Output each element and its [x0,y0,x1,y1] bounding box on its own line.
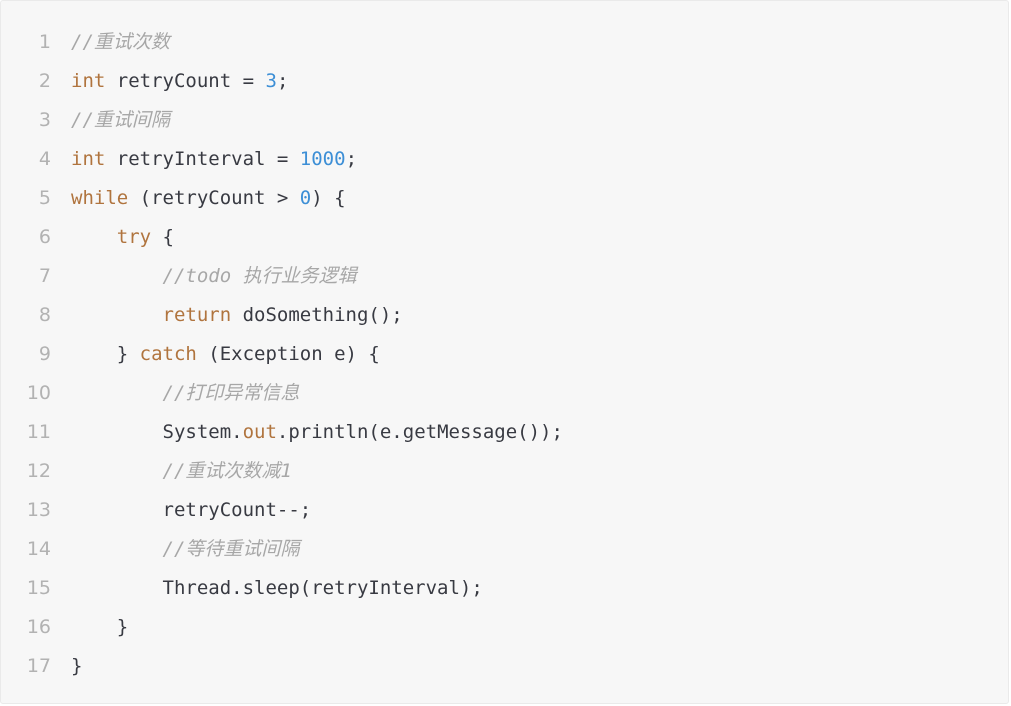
code-token [71,382,163,404]
code-text: System.out.println(e.getMessage()); [71,413,563,452]
line-number: 8 [38,304,51,326]
code-line: 5 while (retryCount > 0) { [1,179,1008,218]
code-line: 9 } catch (Exception e) { [1,335,1008,374]
line-number: 10 [26,382,51,404]
code-token: retryCount = [105,70,266,92]
code-text: //重试间隔 [71,101,170,140]
code-line: 12 //重试次数减1 [1,452,1008,491]
line-number: 9 [38,343,51,365]
code-token [71,538,163,560]
code-token: } [71,343,140,365]
code-line: 7 //todo 执行业务逻辑 [1,257,1008,296]
code-text: //打印异常信息 [71,374,300,413]
line-number: 13 [26,499,51,521]
line-number: 2 [38,70,51,92]
code-text: //等待重试间隔 [71,530,300,569]
code-token: retryInterval = [105,148,300,170]
code-text: retryCount--; [71,491,312,530]
code-line: 3 //重试间隔 [1,101,1008,140]
code-token [71,304,163,326]
line-number: 12 [26,460,51,482]
line-number: 14 [26,538,51,560]
code-token [71,460,163,482]
comment-token: //重试次数 [71,31,170,53]
code-line: 17} [1,647,1008,686]
code-line: 11 System.out.println(e.getMessage()); [1,413,1008,452]
code-line: 6 try { [1,218,1008,257]
number-token: 3 [265,70,277,92]
number-token: 0 [299,187,312,209]
line-number: 7 [38,265,51,287]
code-text: } [71,608,128,647]
code-line: 14 //等待重试间隔 [1,530,1008,569]
keyword-token: while [71,187,129,209]
code-token: } [71,616,129,638]
line-number: 4 [38,148,51,170]
code-line: 16 } [1,608,1008,647]
keyword-token: try [116,226,152,248]
comment-token: //重试间隔 [71,109,170,131]
comment-token: //重试次数减1 [162,460,292,482]
code-token [71,226,117,248]
code-line: 1 //重试次数 [1,23,1008,62]
comment-token: //等待重试间隔 [162,538,300,560]
line-number: 16 [26,616,51,638]
code-text: } catch (Exception e) { [71,335,380,374]
comment-token: //打印异常信息 [162,382,300,404]
number-token: 1000 [299,148,346,170]
code-token: retryCount--; [71,499,312,521]
code-text: } [71,647,82,686]
line-number: 5 [38,187,51,209]
code-token: (Exception e) { [196,343,380,365]
code-token: ; [345,148,358,170]
line-number: 3 [38,109,51,131]
code-text: //todo 执行业务逻辑 [71,257,357,296]
code-text: int retryInterval = 1000; [71,140,357,179]
code-text: Thread.sleep(retryInterval); [71,569,483,608]
code-line: 2 int retryCount = 3; [1,62,1008,101]
code-token: (retryCount > [128,187,300,209]
code-line: 13 retryCount--; [1,491,1008,530]
keyword-token: int [71,148,106,170]
keyword-token: return [162,304,232,326]
code-line: 15 Thread.sleep(retryInterval); [1,569,1008,608]
code-text: while (retryCount > 0) { [71,179,346,218]
code-text: int retryCount = 3; [71,62,288,101]
code-line: 8 return doSomething(); [1,296,1008,335]
code-token: ) { [311,187,346,209]
keyword-token: int [71,70,106,92]
code-token: } [71,655,83,677]
field-token: out [242,421,277,443]
code-token: doSomething(); [231,304,403,326]
code-line: 4 int retryInterval = 1000; [1,140,1008,179]
code-token: System. [71,421,243,443]
code-token: .println(e.getMessage()); [276,421,563,443]
code-text: //重试次数减1 [71,452,292,491]
code-token: ; [276,70,289,92]
code-text: return doSomething(); [71,296,403,335]
code-text: try { [71,218,174,257]
code-token: Thread.sleep(retryInterval); [71,577,483,599]
line-number: 1 [38,31,51,53]
line-number: 15 [26,577,51,599]
comment-token: //todo 执行业务逻辑 [162,265,357,287]
line-number: 11 [26,421,51,443]
line-number: 6 [38,226,51,248]
code-line: 10 //打印异常信息 [1,374,1008,413]
code-token [71,265,163,287]
line-number: 17 [26,655,51,677]
code-text: //重试次数 [71,23,170,62]
keyword-token: catch [139,343,197,365]
code-token: { [151,226,174,248]
